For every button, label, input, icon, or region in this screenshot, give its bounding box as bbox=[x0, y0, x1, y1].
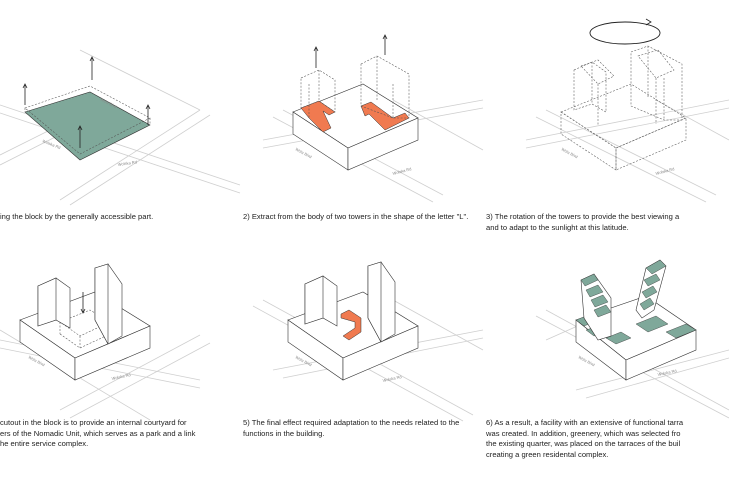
step-1-diagram: Wola Blvd Wolska Rd Wolska Rd bbox=[0, 49, 241, 206]
courtyard-l-shape bbox=[340, 309, 362, 341]
rotating-towers bbox=[573, 45, 683, 126]
step-5-caption: 5) The final effect required adaptation … bbox=[243, 418, 460, 438]
podium-block bbox=[560, 83, 687, 171]
street-label-a: Wola Blvd bbox=[578, 354, 596, 367]
lift-arrows bbox=[22, 56, 151, 148]
step-2-panel: Wola Blvd Wolska Rd 2) Extract from the … bbox=[243, 0, 486, 240]
step-1-panel: Wola Blvd Wolska Rd Wolska Rd ing the bl… bbox=[0, 0, 243, 240]
tower-ghosts bbox=[300, 55, 410, 119]
street-label-c: Wolska Rd bbox=[42, 138, 62, 150]
accessible-ground-plane bbox=[24, 91, 151, 161]
step-3-panel: Wola Blvd Wolska Rd 3) The rotation of t… bbox=[486, 0, 729, 240]
step-2-diagram: Wola Blvd Wolska Rd bbox=[262, 34, 484, 203]
towers bbox=[37, 263, 123, 345]
street-grid bbox=[525, 99, 729, 203]
step-6-panel: Wola Blvd Wolska Rd 6) As a result, a fa… bbox=[486, 240, 729, 480]
street-label-b: Wolska Rd bbox=[382, 374, 402, 383]
terraced-towers bbox=[580, 259, 667, 341]
street-label-a: Wola Blvd bbox=[561, 146, 579, 159]
step-3-caption: 3) The rotation of the towers to provide… bbox=[486, 212, 680, 232]
street-label-b: Wolska Rd bbox=[111, 372, 131, 381]
lift-arrows bbox=[313, 34, 388, 68]
step-2-caption: 2) Extract from the body of two towers i… bbox=[243, 212, 469, 221]
street-grid bbox=[0, 49, 241, 206]
step-4-caption: cutout in the block is to provide an int… bbox=[0, 418, 196, 448]
rotation-arrow bbox=[589, 18, 661, 45]
street-label-b: Wolska Rd bbox=[117, 159, 137, 167]
street-label-a: Wola Blvd bbox=[295, 146, 313, 159]
towers bbox=[304, 261, 396, 343]
street-label-b: Wolska Rd bbox=[655, 166, 675, 176]
podium-block bbox=[292, 83, 419, 171]
step-4-panel: Wola Blvd Wolska Rd cutout in the block … bbox=[0, 240, 243, 480]
l-shape-extracts bbox=[300, 100, 410, 133]
street-label-b: Wolska Rd bbox=[392, 166, 412, 176]
step-3-diagram: Wola Blvd Wolska Rd bbox=[525, 18, 729, 203]
step-5-diagram: Wola Blvd Wolska Rd bbox=[252, 261, 484, 422]
step-6-diagram: Wola Blvd Wolska Rd bbox=[535, 259, 729, 419]
step-5-panel: Wola Blvd Wolska Rd 5) The final effect … bbox=[243, 240, 486, 480]
step-4-diagram: Wola Blvd Wolska Rd bbox=[0, 263, 211, 421]
step-6-caption: 6) As a result, a facility with an exten… bbox=[486, 418, 684, 459]
street-label-b: Wolska Rd bbox=[657, 368, 677, 377]
step-1-caption: ing the block by the generally accessibl… bbox=[0, 212, 154, 221]
cutout-arrow bbox=[80, 292, 86, 314]
